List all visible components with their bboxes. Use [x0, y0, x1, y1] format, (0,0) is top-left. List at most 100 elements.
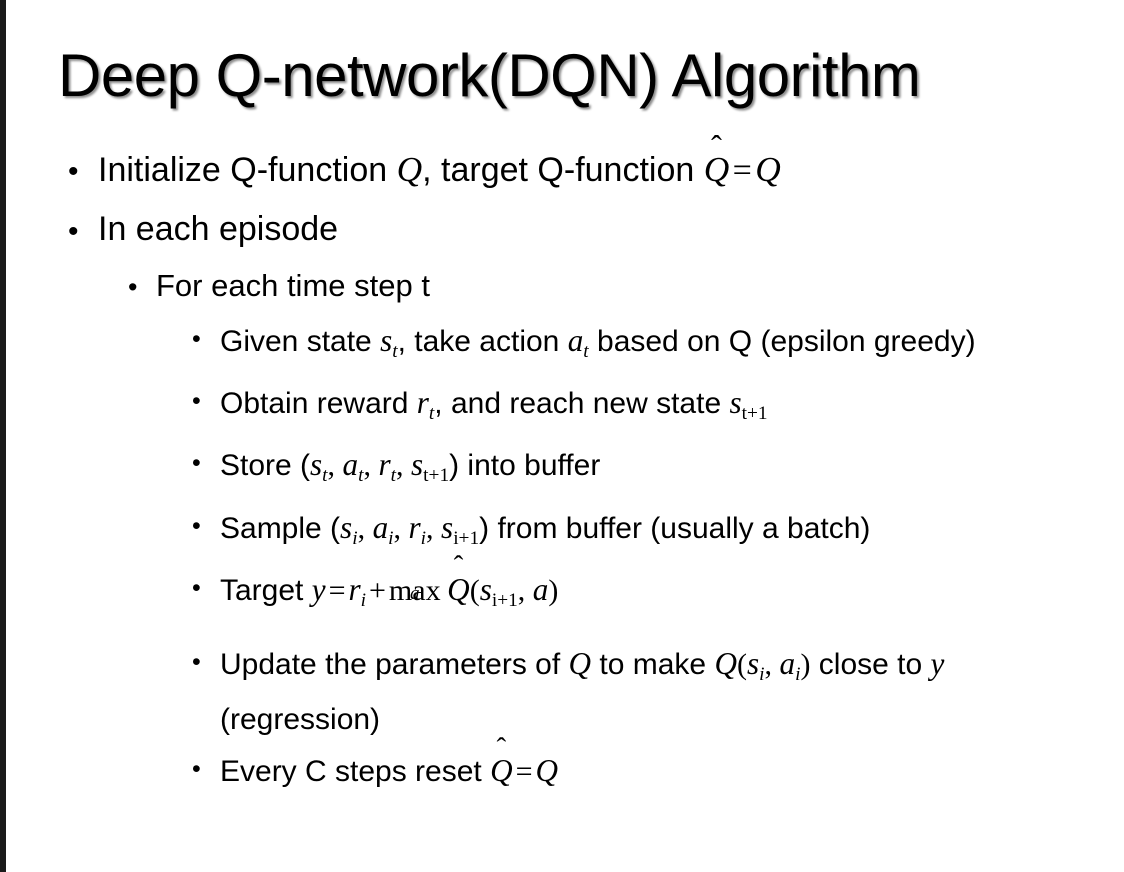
math-base: a	[372, 509, 389, 545]
math-subscript: i	[795, 664, 801, 686]
math-base: s	[380, 323, 393, 358]
math-var-a: a	[532, 571, 549, 607]
math-paren-open: (	[736, 647, 747, 681]
math-var-s-next: si+1	[441, 510, 479, 549]
list-item-given-state: • Given state st, take action at based o…	[0, 318, 1124, 374]
math-var-r: rt	[416, 385, 435, 424]
math-max-underset: a	[409, 583, 420, 605]
math-paren-close: )	[548, 573, 559, 607]
math-var-s-next: st+1	[411, 447, 449, 486]
math-subscript: t	[322, 465, 328, 487]
math-comma: ,	[396, 449, 412, 483]
slide-body-list: • Initialize Q-function Q, target Q-func…	[0, 148, 1124, 800]
text-segment: , target Q-function	[422, 151, 704, 189]
math-var-a: ai	[780, 646, 801, 685]
slide-left-edge-bar	[0, 0, 6, 872]
math-var-r: ri	[348, 571, 366, 611]
math-var-a: at	[567, 323, 589, 362]
math-comma: ,	[357, 511, 373, 545]
text-segment: ) into buffer	[449, 449, 601, 483]
text-segment: ) from buffer (usually a batch)	[479, 511, 871, 545]
math-subscript: i	[420, 527, 427, 549]
math-paren-open: (	[469, 573, 480, 607]
math-subscript: t+1	[423, 465, 450, 487]
math-var-a: ai	[372, 509, 394, 549]
math-base: s	[411, 447, 424, 483]
list-item-text: Every C steps reset ̂Q=Q	[220, 748, 1094, 794]
math-var-q-base: Q	[703, 149, 730, 189]
list-item-text: Given state st, take action at based on …	[220, 318, 1094, 374]
list-item-update-parameters: • Update the parameters of Q to make Q(s…	[0, 641, 1124, 742]
bullet-marker: •	[192, 573, 201, 602]
text-segment: Update the parameters of	[220, 647, 569, 681]
bullet-marker: •	[68, 155, 79, 188]
math-base: s	[340, 509, 353, 545]
math-subscript: t	[390, 465, 397, 487]
math-subscript: i	[759, 664, 765, 686]
math-base: r	[408, 509, 421, 545]
math-base: s	[310, 447, 323, 483]
list-item-text: For each time step t	[156, 268, 430, 303]
math-var-q: Q	[535, 753, 559, 789]
math-subscript: i+1	[491, 589, 518, 611]
math-var-s: si	[746, 645, 765, 685]
text-segment: Obtain reward	[220, 387, 417, 421]
math-subscript: t	[392, 341, 398, 363]
math-comma: ,	[426, 511, 442, 545]
list-item-text: Initialize Q-function Q, target Q-functi…	[98, 148, 1124, 192]
math-base: a	[567, 323, 584, 358]
math-subscript: t+1	[741, 403, 768, 425]
math-var-s: st	[310, 447, 328, 486]
math-comma: ,	[327, 449, 343, 483]
math-var-r: ri	[408, 509, 427, 549]
math-var-q2: Q	[714, 645, 737, 681]
math-subscript: i	[360, 589, 366, 611]
math-plus: +	[369, 573, 386, 607]
math-base: r	[416, 385, 429, 421]
math-comma: ,	[517, 573, 533, 607]
math-comma: ,	[764, 647, 780, 681]
math-subscript: t	[583, 341, 589, 363]
math-var-s: si	[340, 509, 358, 549]
text-segment: (regression)	[220, 703, 381, 737]
list-item-text: In each episode	[98, 210, 339, 248]
math-var-a: at	[343, 447, 364, 486]
list-item-sample-buffer: • Sample (si, ai, ri, si+1) from buffer …	[0, 505, 1124, 561]
list-item-for-each-time-step: • For each time step t	[0, 266, 1124, 306]
text-segment: , and reach new state	[434, 387, 730, 421]
text-segment: Store (	[220, 449, 311, 483]
list-item-text: Target y=ri+maxâQ(si+1, a)	[220, 567, 1094, 623]
text-segment: Target	[220, 573, 312, 607]
math-comma: ,	[393, 511, 409, 545]
text-segment: Sample (	[220, 511, 341, 545]
list-item-in-each-episode: • In each episode	[0, 208, 1124, 250]
text-segment: based on Q (epsilon greedy)	[588, 325, 976, 358]
math-equals: =	[732, 152, 752, 189]
bullet-marker: •	[192, 325, 201, 353]
math-subscript: t	[358, 465, 364, 487]
bullet-marker: •	[68, 215, 79, 248]
bullet-marker: •	[192, 647, 201, 676]
list-item-text: Obtain reward rt, and reach new state st…	[220, 380, 1094, 436]
text-segment: Given state	[220, 325, 381, 358]
math-paren-close: )	[800, 647, 811, 681]
math-var-q-hat: ̂Q	[704, 148, 730, 190]
math-var-q-base: Q	[490, 753, 513, 789]
math-base: s	[746, 645, 760, 681]
list-item-text: Update the parameters of Q to make Q(si,…	[220, 641, 1094, 742]
math-base: s	[479, 571, 492, 607]
math-max-label: max	[388, 573, 441, 607]
math-base: r	[348, 571, 361, 607]
math-var-y: y	[930, 645, 945, 681]
math-var-s-next: st+1	[729, 385, 767, 424]
math-subscript: i	[388, 527, 394, 549]
bullet-marker: •	[192, 449, 201, 478]
bullet-marker: •	[128, 272, 138, 302]
math-equals: =	[515, 755, 533, 789]
list-item-text: Store (st, at, rt, st+1) into buffer	[220, 442, 1094, 498]
math-equals: =	[328, 573, 346, 607]
list-item-initialize: • Initialize Q-function Q, target Q-func…	[0, 148, 1124, 192]
math-var-q2: Q	[755, 149, 781, 189]
